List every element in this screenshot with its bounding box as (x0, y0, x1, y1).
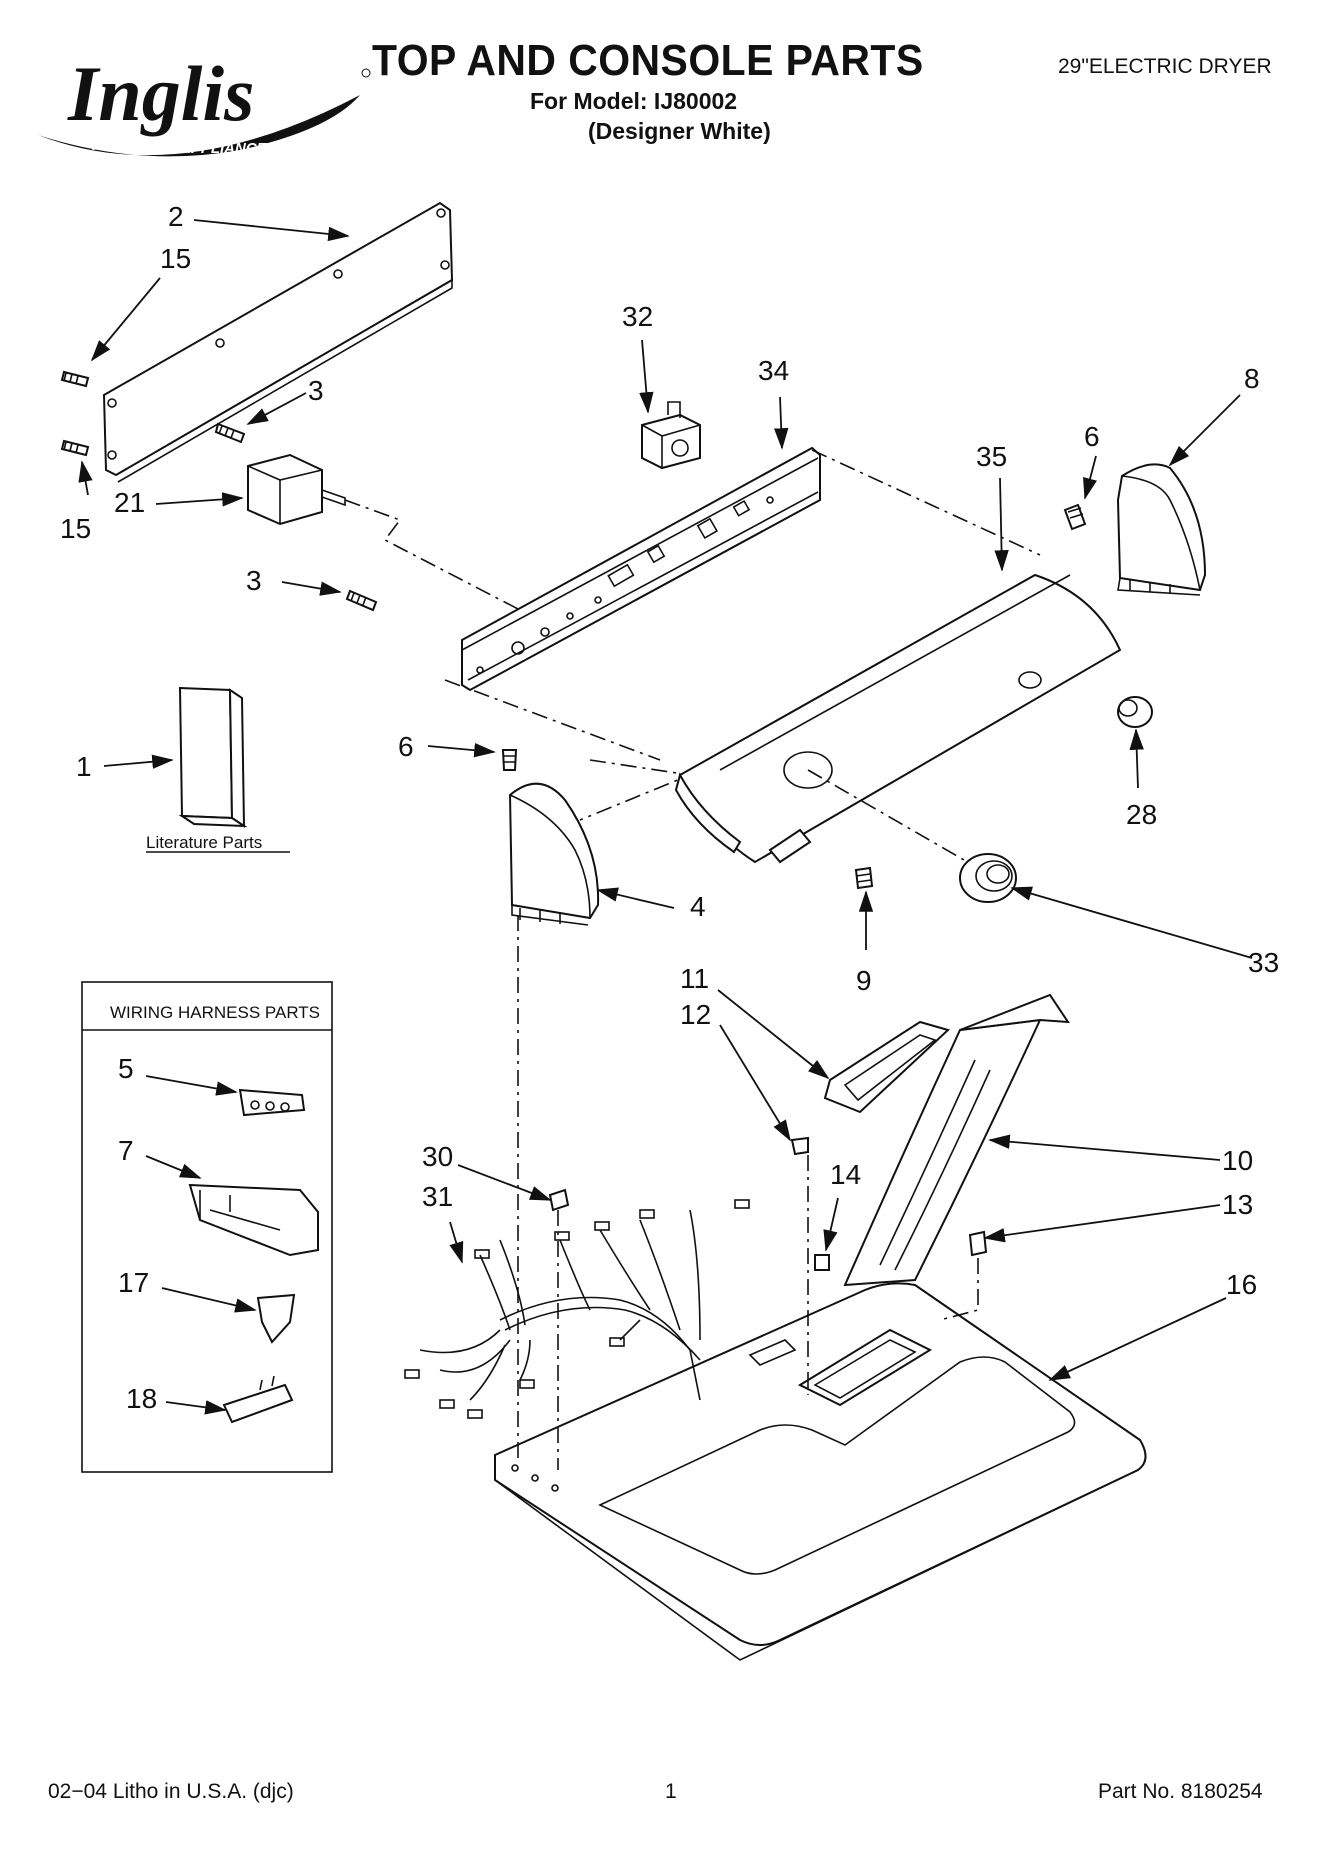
callout-2: 2 (168, 201, 184, 232)
knob-part-28 (1117, 696, 1153, 728)
callout-33: 33 (1248, 947, 1279, 978)
connector-part-7 (188, 1183, 319, 1257)
model-number: For Model: IJ80002 (530, 88, 738, 114)
control-bracket-part-34 (461, 446, 821, 692)
screw-15-bottom (60, 439, 90, 457)
callout-31: 31 (422, 1181, 453, 1212)
clip-part-12 (790, 1136, 809, 1156)
footer-part-number: Part No. 8180254 (1098, 1780, 1263, 1803)
screw-3-bottom (345, 589, 378, 612)
screw-13 (968, 1230, 988, 1257)
callout-28: 28 (1126, 799, 1157, 830)
callout-13: 13 (1222, 1189, 1253, 1220)
callout-5: 5 (118, 1053, 134, 1084)
switch-part-21 (247, 453, 521, 611)
wiring-box-title: WIRING HARNESS PARTS (110, 1003, 320, 1022)
literature-part-1 (178, 686, 248, 828)
logo-wordmark: Inglis (67, 50, 254, 137)
callout-6-left: 6 (398, 731, 414, 762)
screw-6-left (501, 749, 518, 771)
end-cap-right-part-8 (1116, 463, 1207, 596)
wiring-harness-part-31 (404, 1199, 750, 1419)
callout-15-bottom: 15 (60, 513, 91, 544)
terminal-part-18 (222, 1375, 294, 1424)
callout-34: 34 (758, 355, 789, 386)
logo-tagline-appliances: APPLIANCES (179, 140, 277, 157)
callout-3-top: 3 (308, 375, 324, 406)
timer-block-part-32 (641, 401, 701, 470)
clip-part-17 (256, 1293, 296, 1344)
callout-9: 9 (856, 965, 872, 996)
model-color: (Designer White) (588, 118, 771, 144)
screw-15-top (60, 370, 90, 388)
callout-15-top: 15 (160, 243, 191, 274)
callout-21: 21 (114, 487, 145, 518)
screw-6-right (1063, 503, 1087, 531)
callout-12: 12 (680, 999, 711, 1030)
connector-part-5 (238, 1088, 306, 1117)
logo-tagline-home: HOME (92, 137, 138, 154)
callout-11: 11 (680, 963, 709, 994)
callout-35: 35 (976, 441, 1007, 472)
inglis-logo: Inglis HOME APPLIANCES (38, 50, 371, 157)
end-cap-left-part-4 (508, 782, 600, 926)
callout-17: 17 (118, 1267, 149, 1298)
literature-label: Literature Parts (146, 833, 262, 852)
callout-7: 7 (118, 1135, 134, 1166)
top-panel-part-16 (494, 1282, 1147, 1661)
lint-housing-part-10 (843, 993, 1070, 1287)
callout-1: 1 (76, 751, 92, 782)
callout-8: 8 (1244, 363, 1260, 394)
rear-panel-part (102, 201, 454, 483)
callout-30: 30 (422, 1141, 453, 1172)
product-type: 29"ELECTRIC DRYER (1058, 55, 1272, 78)
callout-6-right: 6 (1084, 421, 1100, 452)
screw-9 (854, 866, 874, 890)
callout-18: 18 (126, 1383, 157, 1414)
callout-14: 14 (830, 1159, 861, 1190)
callout-10: 10 (1222, 1145, 1253, 1176)
callout-32: 32 (622, 301, 653, 332)
screw-3-top (214, 422, 246, 444)
footer-litho: 02−04 Litho in U.S.A. (djc) (48, 1780, 294, 1803)
callout-3-bottom: 3 (246, 565, 262, 596)
footer-page-number: 1 (665, 1780, 677, 1803)
clip-part-30 (548, 1188, 570, 1212)
console-panel-part-35 (674, 573, 1122, 864)
knob-part-33 (959, 853, 1017, 903)
page-title: TOP AND CONSOLE PARTS (372, 36, 924, 85)
lint-filter-part-11 (823, 1020, 950, 1114)
screw-14 (814, 1254, 830, 1271)
wiring-harness-box (81, 981, 333, 1473)
callout-16: 16 (1226, 1269, 1257, 1300)
callout-4: 4 (690, 891, 706, 922)
